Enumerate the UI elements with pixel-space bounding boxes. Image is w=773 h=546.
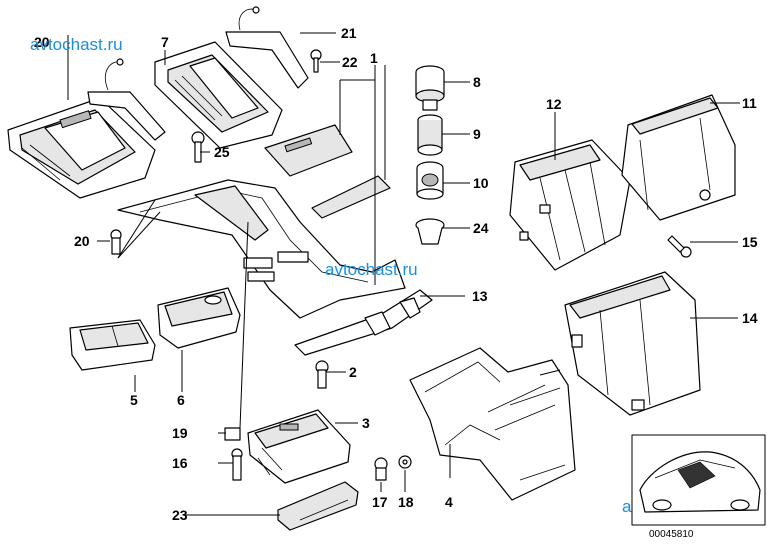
callout-22: 22 (342, 54, 358, 70)
screw-17 (374, 457, 388, 481)
screw-20 (110, 229, 122, 255)
callout-10: 10 (473, 175, 489, 191)
part-module-3 (247, 409, 351, 484)
part-bracket-wire-left (87, 58, 166, 141)
watermark-top-left: avtochast.ru (30, 35, 123, 54)
callout-7: 7 (161, 34, 169, 50)
callout-16: 16 (172, 455, 188, 471)
callout-25: 25 (214, 144, 230, 160)
leader-lines (67, 32, 740, 516)
callout-11: 11 (742, 95, 757, 111)
part-socket-8 (415, 65, 445, 111)
callout-15: 15 (742, 234, 758, 250)
watermark-center: avtochast.ru (325, 260, 418, 279)
callout-20: 20 (74, 233, 90, 249)
part-bracket-wire-top (225, 6, 309, 89)
part-cover-plate (264, 124, 391, 219)
screw-25 (191, 131, 205, 163)
part-clip-19 (224, 427, 241, 441)
drawing-code: 00045810 (649, 529, 694, 540)
callout-20-top: 20 (34, 34, 50, 50)
part-shift-trim-right (154, 41, 283, 149)
callout-23: 23 (172, 507, 188, 523)
part-tray-5 (69, 319, 156, 371)
callout-14: 14 (742, 310, 758, 326)
callout-3: 3 (362, 415, 370, 431)
callout-1: 1 (370, 50, 378, 66)
part-shift-trim-left (7, 97, 156, 199)
screw-15 (667, 235, 692, 258)
callout-5: 5 (130, 392, 138, 408)
part-center-console-panel (117, 179, 406, 319)
part-tray-6 (157, 287, 241, 349)
part-cover-23 (277, 481, 359, 531)
part-bracket-13 (294, 289, 433, 356)
part-socket-10 (416, 161, 444, 200)
callout-9: 9 (473, 126, 481, 142)
screw-22 (310, 49, 322, 73)
part-frame-4 (409, 347, 576, 501)
callout-4: 4 (445, 494, 453, 510)
callout-18: 18 (398, 494, 414, 510)
callout-12: 12 (546, 96, 562, 112)
washer-18 (398, 455, 412, 469)
callout-21: 21 (341, 25, 357, 41)
part-socket-9 (417, 114, 443, 156)
callout-8: 8 (473, 74, 481, 90)
part-box-11 (621, 94, 736, 221)
callout-13: 13 (472, 288, 488, 304)
callout-17: 17 (372, 494, 388, 510)
callout-6: 6 (177, 392, 185, 408)
part-ring-24 (415, 218, 445, 245)
screw-16 (231, 448, 243, 481)
part-holder-14 (564, 271, 701, 416)
car-location-inset (631, 434, 766, 526)
callout-labels: 20 7 21 22 1 8 9 10 24 12 11 15 14 13 25… (34, 25, 758, 523)
callout-19: 19 (172, 425, 188, 441)
screw-2 (315, 360, 329, 389)
callout-24: 24 (473, 220, 489, 236)
part-holder-12 (509, 139, 631, 271)
callout-2: 2 (349, 364, 357, 380)
